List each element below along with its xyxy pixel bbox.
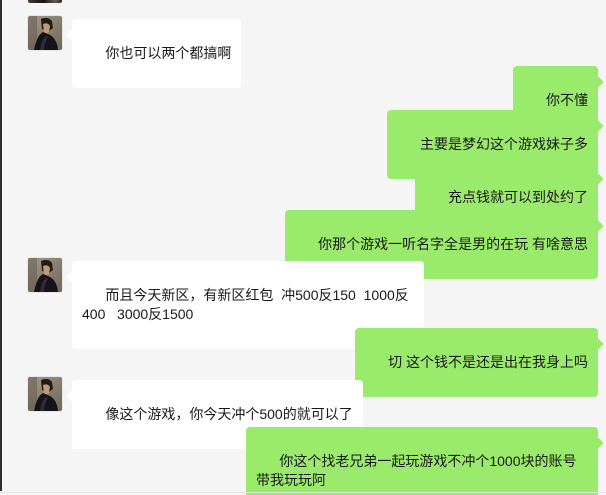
chat-bubble[interactable]: 像这个游戏，你今天冲个500的就可以了 — [72, 380, 363, 449]
window-left-border — [0, 0, 2, 491]
partial-avatar[interactable] — [28, 0, 62, 3]
message-row: 你这个找老兄弟一起玩游戏不冲个1000块的账号带我玩玩阿 — [0, 427, 606, 495]
message-row: 你也可以两个都搞啊 — [0, 16, 606, 88]
message-text: 像这个游戏，你今天冲个500的就可以了 — [105, 406, 353, 422]
message-text: 你也可以两个都搞啊 — [105, 45, 232, 61]
avatar-image — [28, 16, 62, 50]
message-row: 像这个游戏，你今天冲个500的就可以了 — [0, 377, 606, 449]
message-row: 而且今天新区，有新区红包 冲500反150 1000反400 3000反1500 — [0, 258, 606, 349]
message-text: 你不懂 — [546, 92, 588, 108]
contact-avatar[interactable] — [28, 16, 62, 50]
chat-bubble[interactable]: 而且今天新区，有新区红包 冲500反150 1000反400 3000反1500 — [72, 261, 424, 349]
chat-bubble[interactable]: 你这个找老兄弟一起玩游戏不冲个1000块的账号带我玩玩阿 — [246, 427, 598, 495]
message-text: 主要是梦幻这个游戏妹子多 — [420, 136, 588, 152]
input-area-divider — [0, 492, 606, 493]
message-text: 充点钱就可以到处约了 — [448, 189, 588, 205]
chat-bubble[interactable]: 切 这个钱不是还是出在我身上吗 — [354, 328, 598, 397]
contact-avatar[interactable] — [28, 258, 62, 292]
message-text: 而且今天新区，有新区红包 冲500反150 1000反400 3000反1500 — [82, 287, 409, 322]
contact-avatar[interactable] — [28, 377, 62, 411]
chat-bubble[interactable]: 你也可以两个都搞啊 — [72, 19, 242, 88]
message-text: 你那个游戏一听名字全是男的在玩 有啥意思 — [318, 236, 588, 252]
message-text: 切 这个钱不是还是出在我身上吗 — [388, 354, 588, 370]
message-text: 你这个找老兄弟一起玩游戏不冲个1000块的账号带我玩玩阿 — [256, 453, 577, 488]
message-row: 切 这个钱不是还是出在我身上吗 — [0, 328, 606, 397]
avatar-image — [28, 377, 62, 411]
avatar-image — [28, 258, 62, 292]
